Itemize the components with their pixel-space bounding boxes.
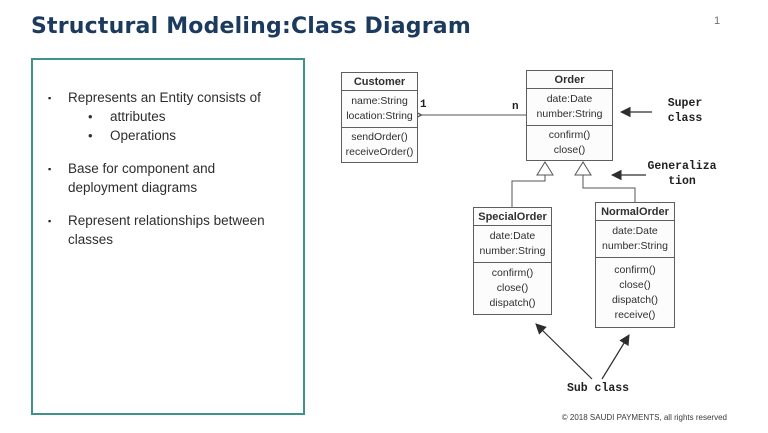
- operations-compartment: confirm() close(): [527, 126, 612, 160]
- super-class-label: Super class: [667, 97, 703, 125]
- square-bullet-icon: ▪: [48, 93, 52, 103]
- bullet-list: ▪ Represents an Entity consists of • att…: [33, 60, 303, 249]
- sub-class-arrow-left: [535, 323, 593, 380]
- operation: receive(): [614, 308, 656, 321]
- class-box-specialorder: SpecialOrder date:Date number:String con…: [473, 207, 552, 315]
- attributes-compartment: date:Date number:String: [596, 221, 674, 258]
- attributes-compartment: name:String location:String: [342, 91, 417, 128]
- class-name: Order: [527, 71, 612, 89]
- square-bullet-icon: ▪: [48, 216, 52, 226]
- operations-compartment: confirm() close() dispatch(): [474, 263, 551, 314]
- operations-compartment: sendOrder() receiveOrder(): [342, 128, 417, 162]
- subbullet-text: attributes: [110, 109, 166, 124]
- attribute: location:String: [346, 110, 413, 122]
- operation: receiveOrder(): [345, 146, 414, 158]
- operation: close(): [619, 278, 651, 291]
- dot-bullet-icon: •: [88, 109, 93, 124]
- operation: confirm(): [548, 129, 591, 141]
- sub-class-arrow-right: [601, 334, 630, 380]
- operations-compartment: confirm() close() dispatch() receive(): [596, 258, 674, 327]
- square-bullet-icon: ▪: [48, 164, 52, 174]
- bullet-group-entity: ▪ Represents an Entity consists of • att…: [48, 89, 295, 145]
- list-subitem: • Operations: [88, 127, 295, 146]
- attributes-compartment: date:Date number:String: [474, 226, 551, 263]
- sub-class-label: Sub class: [566, 382, 630, 395]
- operation: sendOrder(): [351, 131, 408, 143]
- operation: close(): [553, 144, 586, 156]
- dot-bullet-icon: •: [88, 127, 93, 143]
- class-name: Customer: [342, 73, 417, 91]
- generalization-triangle-right: [574, 161, 592, 176]
- generalization-connector-specialorder: [511, 175, 546, 207]
- generalization-triangle-left: [536, 161, 554, 176]
- class-box-customer: Customer name:String location:String sen…: [341, 72, 418, 163]
- subbullet-text: Operations: [110, 127, 177, 143]
- list-item: ▪ Represent relationships between classe…: [48, 212, 295, 249]
- operation: confirm(): [491, 267, 534, 279]
- generalization-connector-normalorder: [582, 175, 636, 202]
- attribute: number:String: [602, 240, 668, 252]
- attribute: number:String: [536, 108, 603, 120]
- operation: close(): [496, 282, 529, 294]
- page-number: 1: [714, 15, 721, 27]
- bullet-text: Represents an Entity consists of: [68, 90, 261, 105]
- class-box-normalorder: NormalOrder date:Date number:String conf…: [595, 202, 675, 328]
- operation: dispatch(): [611, 293, 659, 306]
- class-box-order: Order date:Date number:String confirm() …: [526, 70, 613, 161]
- bullet-group-relationships: ▪ Represent relationships between classe…: [48, 212, 295, 249]
- bullet-group-base: ▪ Base for component and deployment diag…: [48, 160, 295, 197]
- attribute: date:Date: [546, 93, 593, 105]
- list-item: ▪ Represents an Entity consists of: [48, 89, 295, 108]
- attributes-compartment: date:Date number:String: [527, 89, 612, 126]
- class-name: SpecialOrder: [474, 208, 551, 226]
- list-item: ▪ Base for component and deployment diag…: [48, 160, 295, 197]
- attribute: number:String: [479, 245, 546, 257]
- attribute: date:Date: [489, 230, 536, 242]
- bullet-text: Base for component and deployment diagra…: [68, 161, 216, 195]
- list-subitem: • attributes: [88, 108, 295, 127]
- attribute: name:String: [351, 95, 408, 107]
- class-name: NormalOrder: [596, 203, 674, 221]
- generalization-label: Generaliza tion: [647, 160, 717, 188]
- bullet-panel: ▪ Represents an Entity consists of • att…: [31, 58, 305, 415]
- operation: dispatch(): [489, 297, 536, 309]
- multiplicity-order-end: n: [512, 101, 519, 113]
- multiplicity-customer-end: 1: [420, 99, 427, 111]
- copyright-notice: © 2018 SAUDI PAYMENTS, all rights reserv…: [561, 413, 727, 422]
- attribute: date:Date: [612, 225, 658, 237]
- bullet-text: Represent relationships between classes: [68, 213, 265, 247]
- operation: confirm(): [614, 263, 656, 276]
- page-title: Structural Modeling:Class Diagram: [31, 14, 471, 39]
